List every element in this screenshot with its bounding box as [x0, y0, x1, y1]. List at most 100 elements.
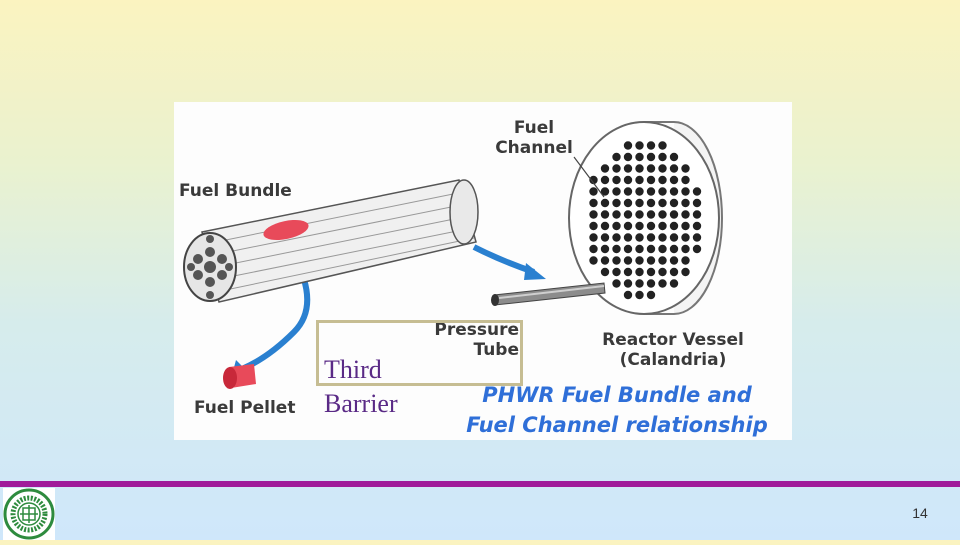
channel-hole: [612, 175, 621, 185]
label-fuel-pellet: Fuel Pellet: [194, 398, 296, 418]
channel-hole: [658, 267, 667, 277]
footer-divider: [0, 481, 960, 487]
channel-hole: [589, 187, 598, 196]
channel-hole: [692, 221, 702, 231]
channel-hole: [658, 279, 667, 288]
channel-hole: [646, 290, 656, 300]
channel-hole: [669, 198, 679, 208]
channel-hole: [635, 244, 644, 254]
channel-hole: [600, 210, 610, 219]
channel-hole: [635, 152, 644, 162]
pwhr-fuel-diagram: Fuel Channel Fuel Bundle Pressure Tube R…: [174, 102, 792, 440]
channel-hole: [669, 244, 679, 254]
channel-hole: [612, 221, 621, 231]
channel-hole: [669, 267, 679, 277]
channel-hole: [646, 175, 656, 185]
channel-hole: [600, 187, 610, 196]
channel-hole: [646, 244, 656, 254]
channel-hole: [681, 198, 690, 208]
channel-hole: [646, 152, 656, 162]
channel-hole: [612, 267, 621, 277]
channel-hole: [658, 187, 667, 196]
channel-hole: [600, 198, 610, 208]
channel-hole: [623, 267, 633, 277]
fuel-bundle: [183, 179, 479, 303]
channel-hole: [612, 233, 621, 242]
pressure-tube: [491, 282, 606, 306]
channel-hole: [658, 244, 667, 254]
channel-hole: [646, 141, 656, 150]
channel-hole: [669, 221, 679, 231]
channel-hole: [681, 267, 690, 277]
channel-hole: [635, 221, 644, 231]
channel-hole: [635, 210, 644, 219]
channel-hole: [612, 279, 621, 288]
channel-hole: [589, 175, 598, 185]
channel-hole: [612, 164, 621, 173]
diagram-drawing: [183, 121, 723, 389]
channel-hole: [612, 187, 621, 196]
channel-hole: [692, 233, 702, 242]
channel-hole: [646, 210, 656, 219]
channel-hole: [658, 175, 667, 185]
channel-hole: [623, 187, 633, 196]
channel-hole: [589, 244, 598, 254]
channel-hole: [623, 152, 633, 162]
channel-hole: [600, 233, 610, 242]
channel-hole: [635, 290, 644, 300]
channel-hole: [635, 198, 644, 208]
channel-hole: [646, 221, 656, 231]
channel-hole: [658, 152, 667, 162]
channel-hole: [669, 256, 679, 265]
label-fuel-channel: Fuel Channel: [495, 118, 573, 158]
channel-hole: [589, 233, 598, 242]
channel-hole: [692, 244, 702, 254]
channel-hole: [658, 164, 667, 173]
channel-hole: [646, 164, 656, 173]
channel-hole: [658, 141, 667, 150]
channel-hole: [658, 210, 667, 219]
channel-hole: [612, 244, 621, 254]
channel-hole: [623, 198, 633, 208]
channel-hole: [692, 198, 702, 208]
channel-hole: [623, 290, 633, 300]
channel-hole: [681, 164, 690, 173]
channel-hole: [635, 256, 644, 265]
channel-hole: [600, 256, 610, 265]
channel-hole: [600, 244, 610, 254]
channel-hole: [692, 187, 702, 196]
channel-hole: [646, 256, 656, 265]
channel-hole: [635, 279, 644, 288]
channel-hole: [646, 198, 656, 208]
organization-logo-icon: [3, 488, 55, 540]
channel-hole: [669, 175, 679, 185]
channel-hole: [681, 187, 690, 196]
channel-hole: [646, 233, 656, 242]
calandria-vessel: [568, 121, 723, 315]
channel-hole: [623, 210, 633, 219]
channel-hole: [623, 256, 633, 265]
channel-hole: [635, 175, 644, 185]
channel-hole: [589, 221, 598, 231]
channel-hole: [635, 267, 644, 277]
channel-hole: [681, 233, 690, 242]
channel-hole: [589, 256, 598, 265]
fuel-channel-pointer: [573, 156, 605, 198]
channel-hole: [635, 233, 644, 242]
channel-hole: [600, 164, 610, 173]
calandria-channel-holes: [589, 141, 702, 300]
channel-hole: [612, 210, 621, 219]
channel-hole: [623, 164, 633, 173]
channel-hole: [681, 210, 690, 219]
label-pressure-tube: Pressure Tube: [434, 320, 519, 360]
channel-hole: [600, 175, 610, 185]
channel-hole: [658, 198, 667, 208]
fuel-pellet: [223, 364, 256, 389]
channel-hole: [658, 256, 667, 265]
channel-hole: [681, 175, 690, 185]
channel-hole: [681, 256, 690, 265]
channel-hole: [623, 244, 633, 254]
third-barrier-highlight-box: [316, 320, 523, 386]
label-fuel-bundle: Fuel Bundle: [179, 181, 292, 201]
